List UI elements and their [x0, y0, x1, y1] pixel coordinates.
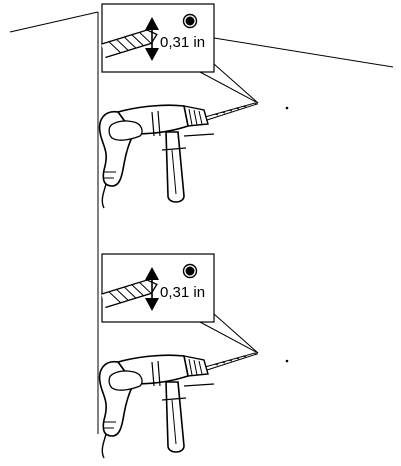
wall-edge-line	[9, 11, 99, 33]
step-1-panel: 0,31 in	[98, 3, 289, 209]
drill-point-marker	[285, 359, 289, 363]
bit-size-label: 0,31 in	[160, 34, 205, 51]
electric-drill-icon	[98, 313, 259, 459]
electric-drill-icon	[98, 63, 259, 209]
drill-point-marker	[285, 106, 289, 110]
wall-top-line	[213, 37, 394, 68]
bit-size-label: 0,31 in	[160, 284, 205, 301]
step-2-panel: 0,31 in	[98, 253, 289, 459]
